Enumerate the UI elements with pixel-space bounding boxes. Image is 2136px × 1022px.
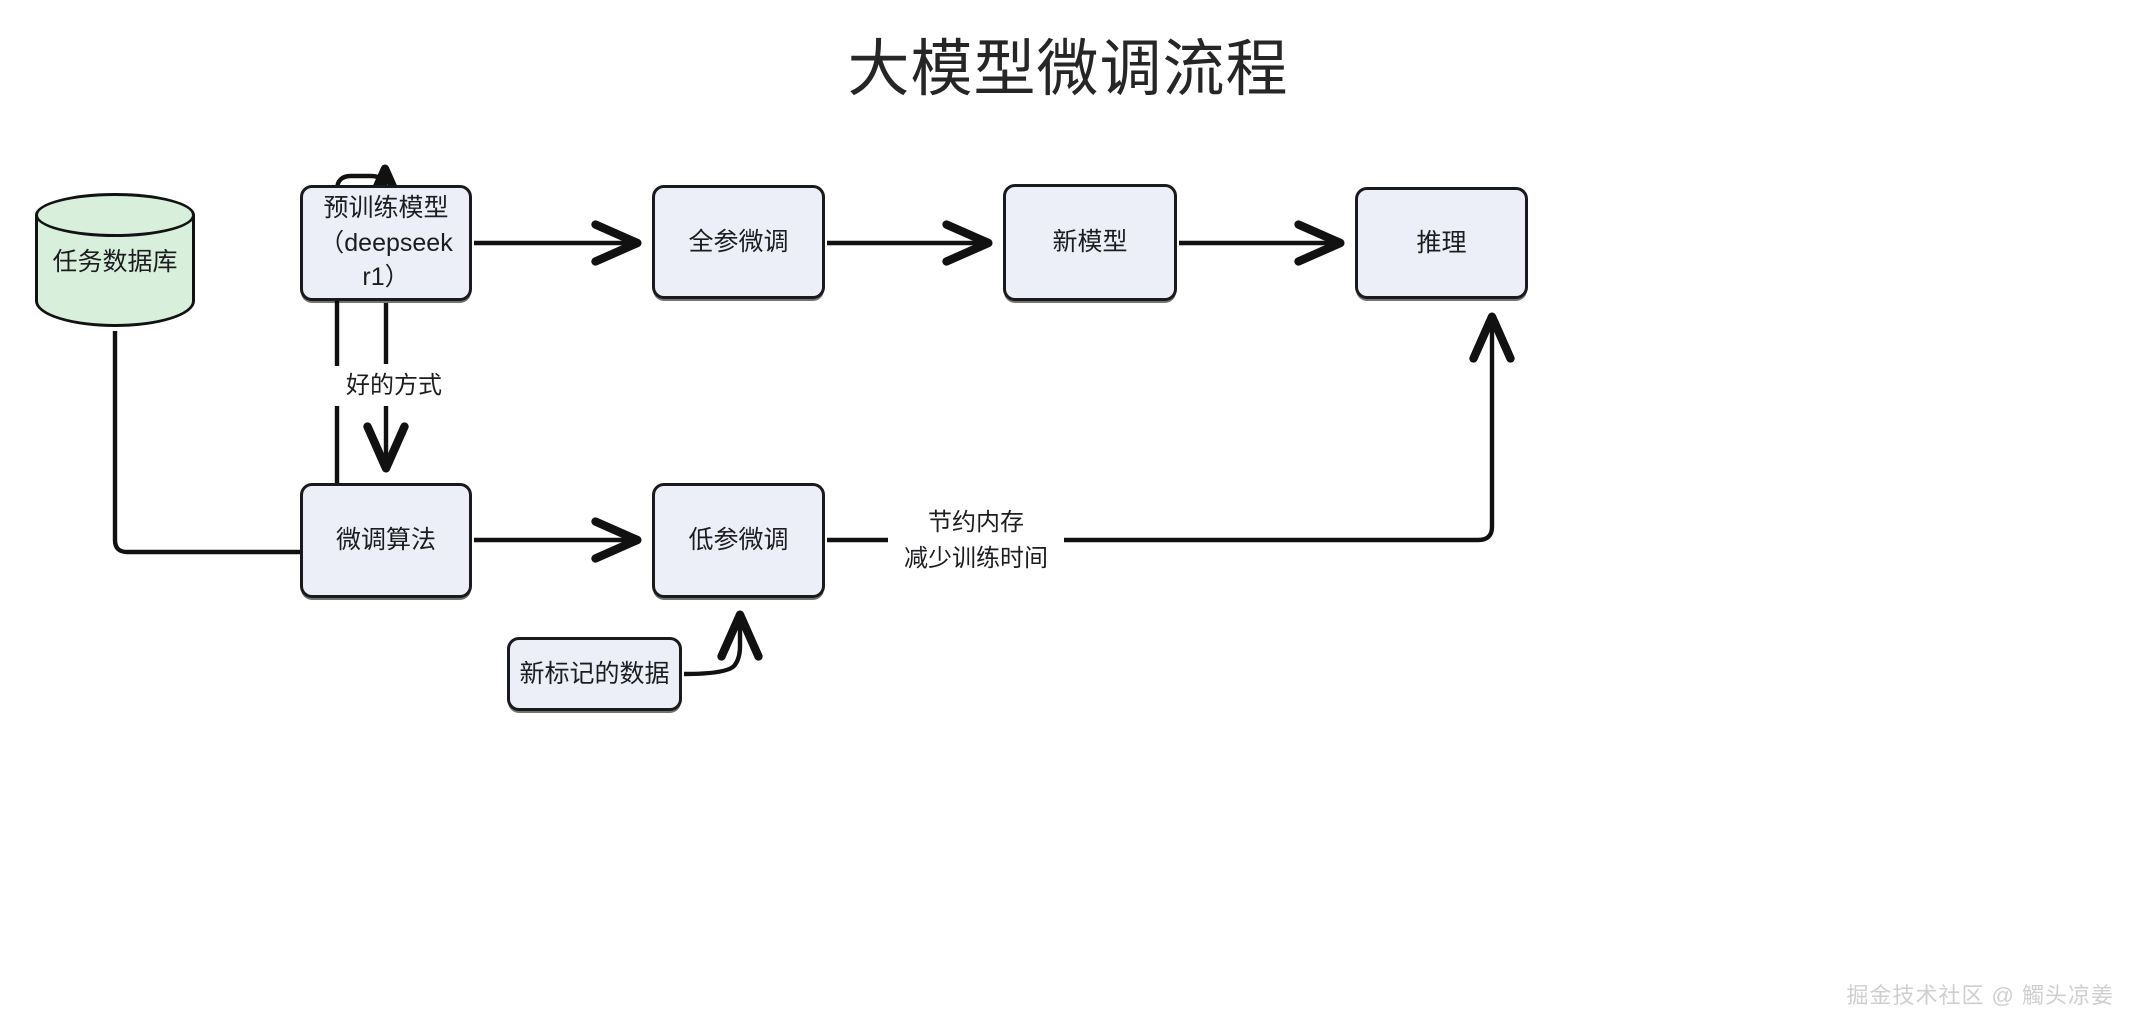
connector-labeleddata-to-lowparam	[683, 610, 763, 677]
cylinder-top	[35, 193, 195, 237]
node-new-model[interactable]: 新模型	[1003, 184, 1177, 301]
connector-lowparam-to-newmodel-right	[1036, 312, 1515, 543]
node-label-finetune-algorithm: 微调算法	[335, 526, 436, 555]
node-label-low-param-finetune: 低参微调	[688, 526, 789, 555]
node-label-inference: 推理	[1416, 228, 1467, 257]
edge-label-memory-time-saving: 节约内存 减少训练时间	[888, 503, 1064, 579]
node-finetune-algorithm[interactable]: 微调算法	[300, 483, 472, 598]
node-full-finetune[interactable]: 全参微调	[652, 185, 825, 299]
node-label-new-labeled-data: 新标记的数据	[519, 659, 670, 688]
node-label-task-database: 任务数据库	[52, 248, 178, 276]
page-title: 大模型微调流程	[847, 35, 1289, 104]
node-pretrained-model[interactable]: 预训练模型 （deepseek r1）	[300, 185, 472, 301]
node-inference[interactable]: 推理	[1355, 187, 1528, 299]
node-low-param-finetune[interactable]: 低参微调	[652, 483, 825, 598]
node-label-pretrained-model: 预训练模型 （deepseek r1）	[319, 194, 453, 292]
node-task-database[interactable]: 任务数据库	[35, 193, 195, 327]
watermark: 掘金技术社区 @ 觸头凉姜	[1846, 983, 2114, 1008]
node-label-full-finetune: 全参微调	[688, 227, 789, 256]
edge-label-good-approach: 好的方式	[320, 366, 468, 406]
node-new-labeled-data[interactable]: 新标记的数据	[507, 637, 682, 711]
node-label-new-model: 新模型	[1052, 228, 1128, 257]
